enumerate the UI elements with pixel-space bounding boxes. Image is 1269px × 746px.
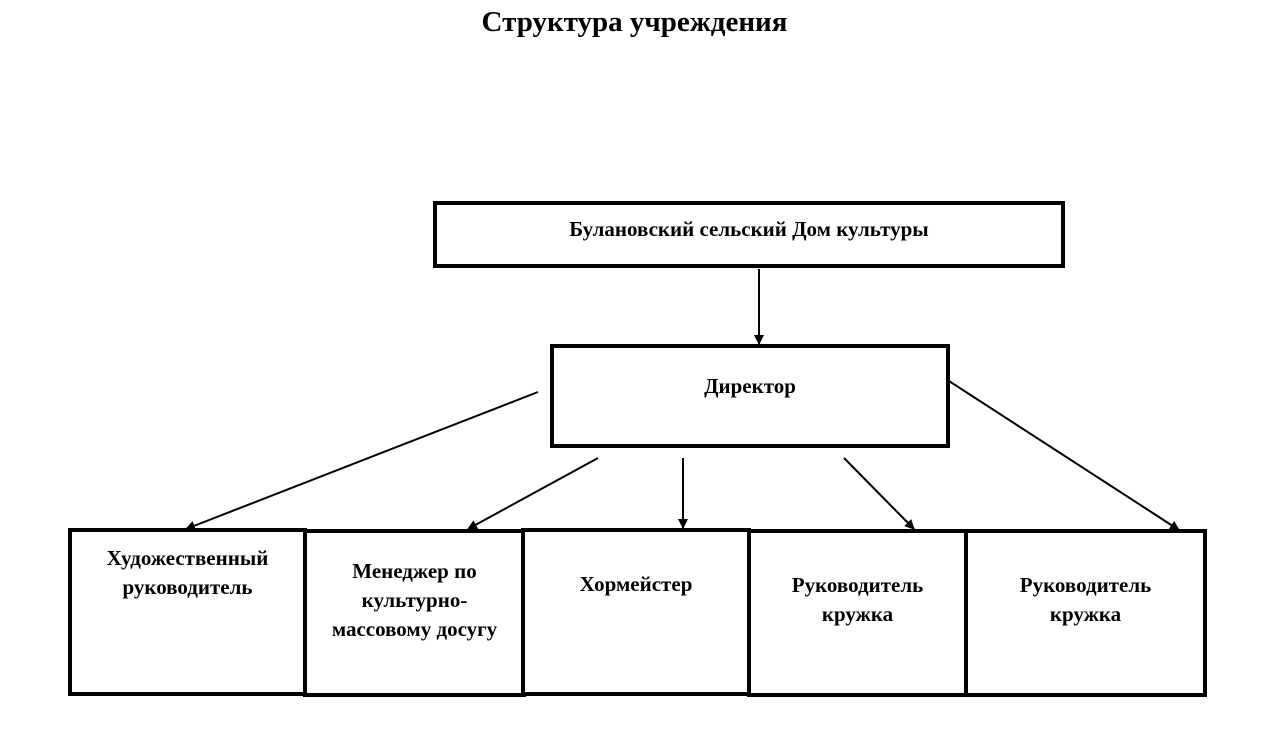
root-node-label: Булановский сельский Дом культуры: [569, 217, 929, 241]
child-node-choirmaster: Хормейстер: [521, 528, 751, 696]
child-node-label: Художественный руководитель: [106, 546, 269, 599]
arrow-director-to-club-leader-1: [843, 457, 915, 530]
child-node-label: Руководитель кружка: [1019, 573, 1152, 626]
arrow-director-to-manager: [467, 457, 599, 530]
arrow-director-to-art-director: [185, 391, 539, 531]
child-node-label: Руководитель кружка: [791, 573, 924, 626]
child-node-manager: Менеджер по культурно-массовому досугу: [303, 529, 526, 697]
child-node-label: Хормейстер: [579, 572, 693, 596]
child-node-label: Менеджер по культурно-массовому досугу: [331, 559, 498, 641]
director-node-label: Директор: [704, 374, 796, 398]
arrow-director-to-club-leader-2: [948, 380, 1180, 531]
root-node-box: Булановский сельский Дом культуры: [433, 201, 1065, 268]
child-node-club-leader-1: Руководитель кружка: [747, 529, 968, 697]
director-node-box: Директор: [550, 344, 950, 448]
diagram-title: Структура учреждения: [481, 6, 788, 38]
child-node-club-leader-2: Руководитель кружка: [964, 529, 1207, 697]
child-node-art-director: Художественный руководитель: [68, 528, 307, 696]
